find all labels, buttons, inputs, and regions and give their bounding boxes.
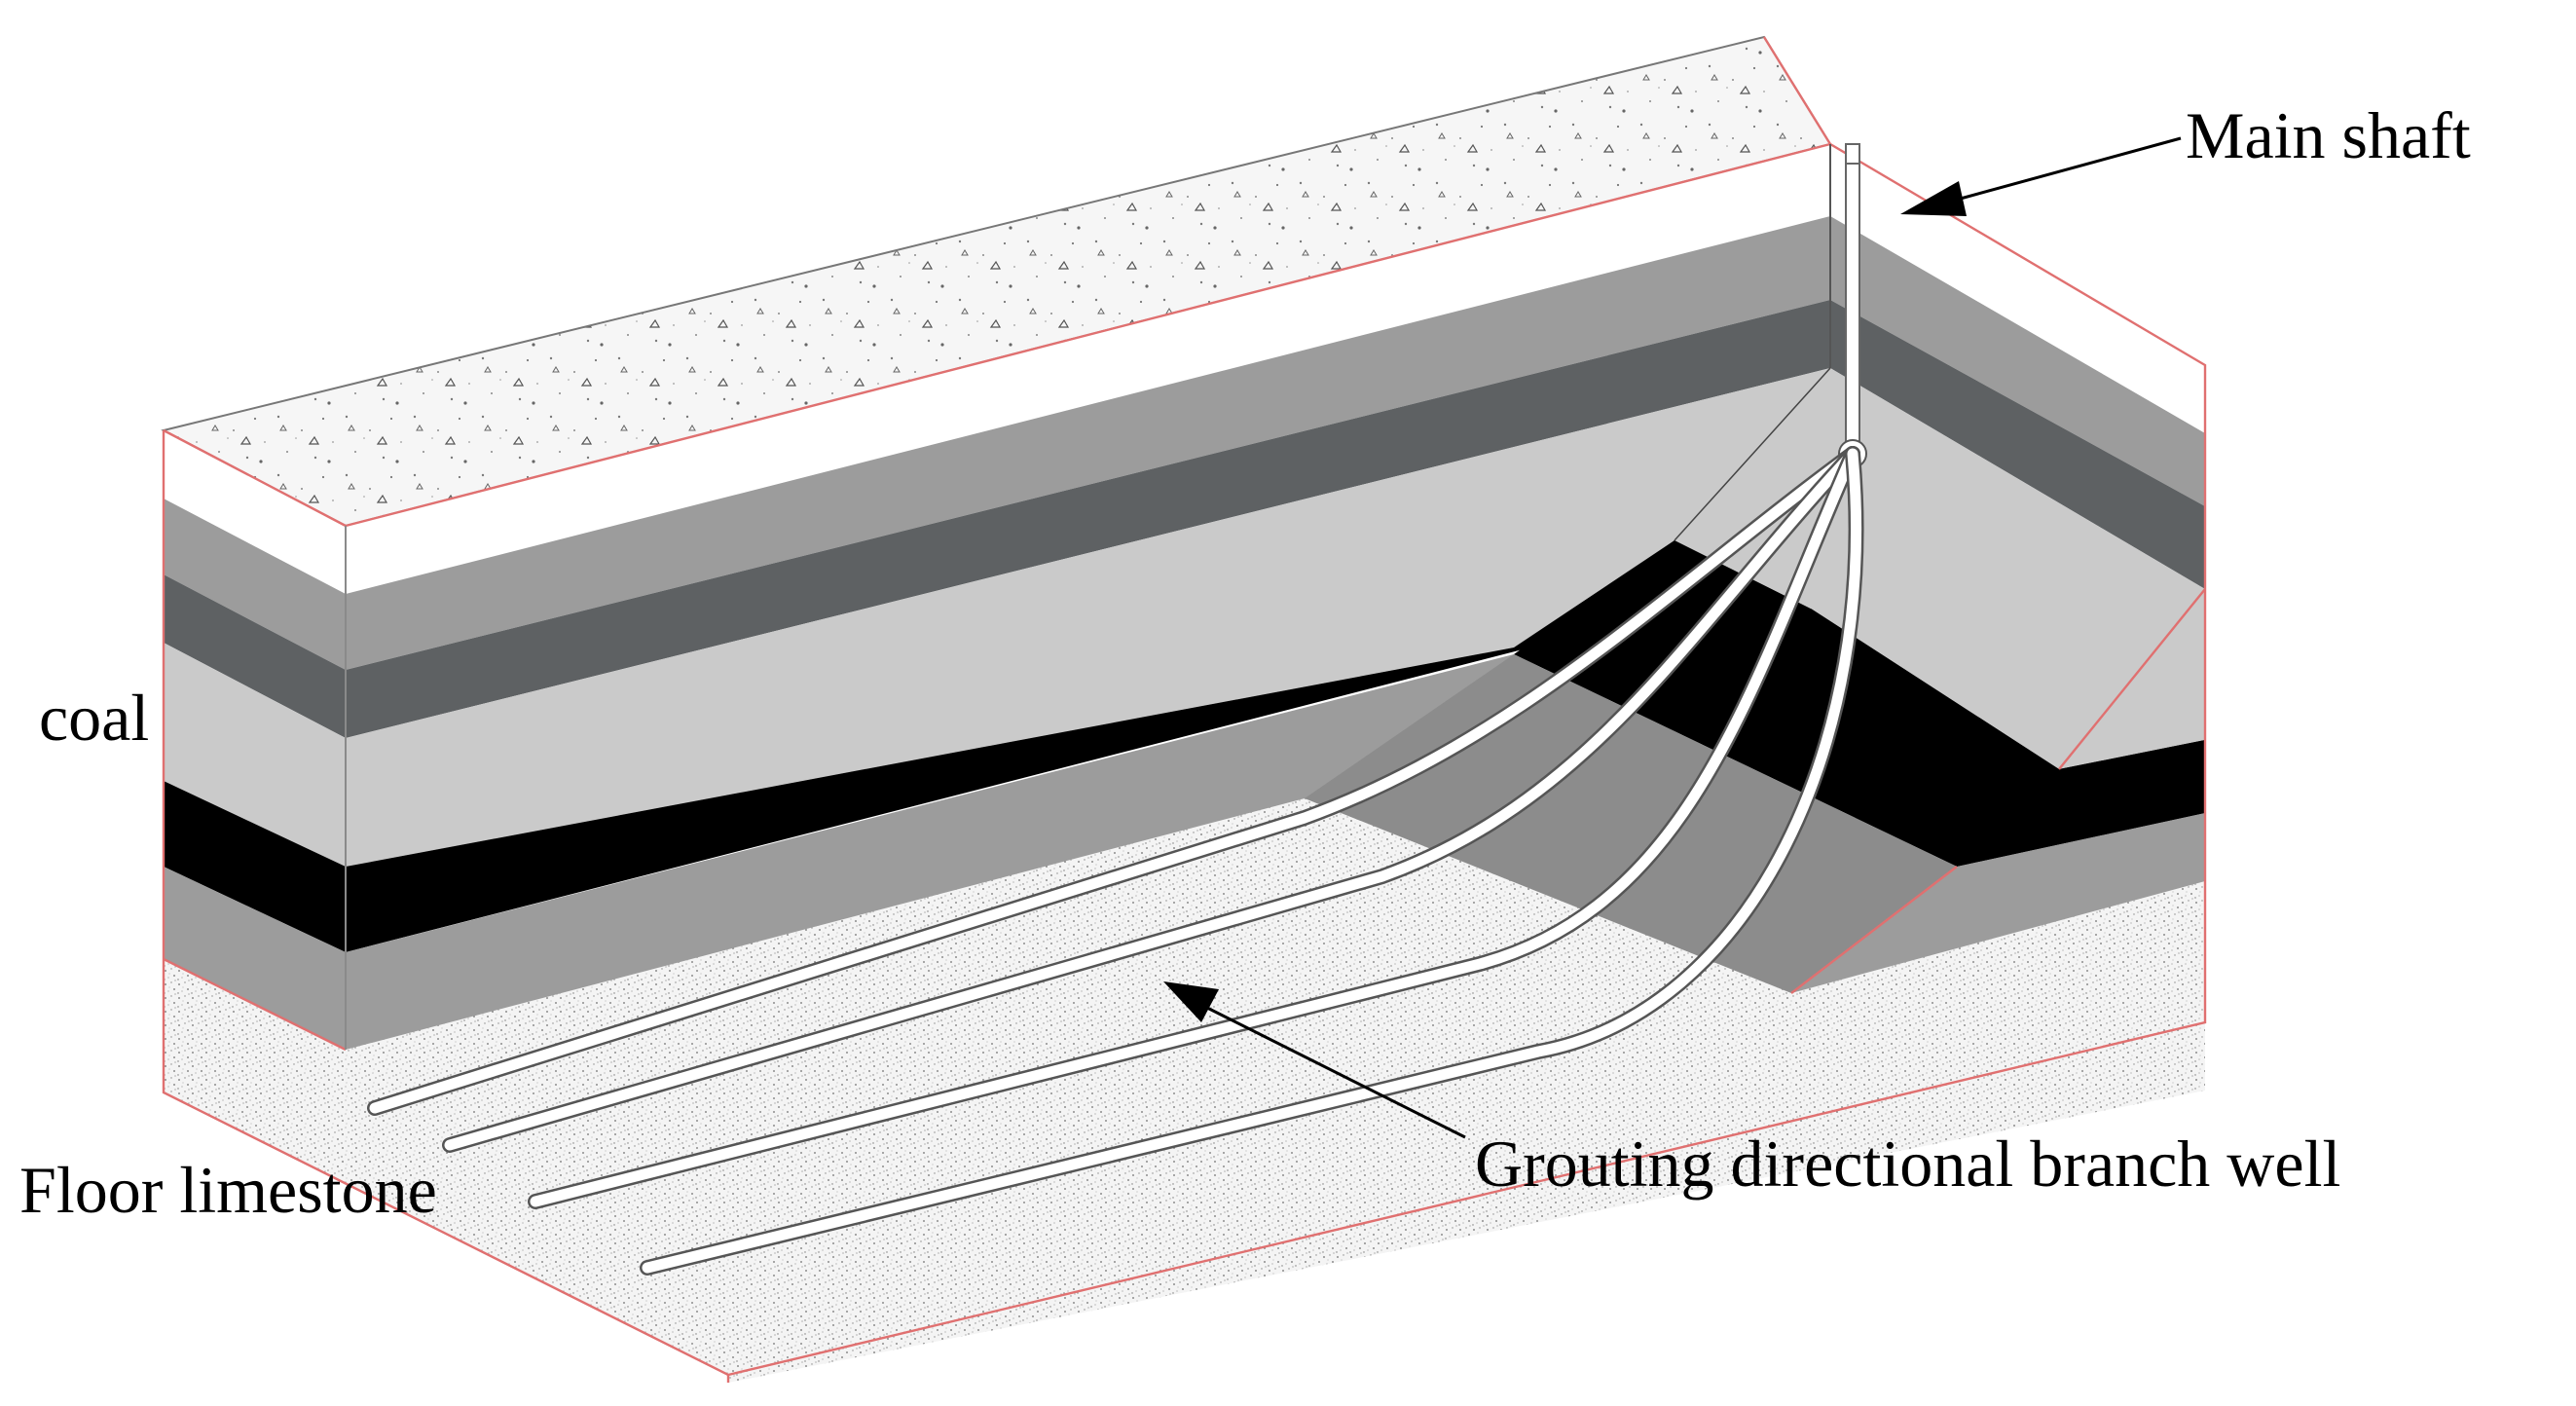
front-floor-limestone — [164, 959, 728, 1375]
long-grey-stratum — [346, 216, 1830, 670]
long-white-stratum — [346, 144, 1830, 594]
long-dark-grey-stratum — [346, 300, 1830, 738]
branch-well-label: Grouting directional branch well — [1475, 1127, 2340, 1201]
long-light-grey-stratum — [346, 368, 1830, 867]
main-shaft — [1845, 145, 1860, 459]
floor-limestone-front — [728, 1022, 2205, 1383]
right-white-stratum — [1830, 144, 2205, 433]
main-shaft-top — [1845, 143, 1860, 165]
front-white-stratum — [164, 430, 346, 594]
front-dark-grey-stratum — [164, 574, 346, 738]
right-grey-stratum — [1830, 216, 2205, 506]
right-lower-grey-stratum — [1791, 813, 2205, 993]
front-grey-stratum — [164, 499, 346, 670]
main-shaft-label: Main shaft — [2186, 98, 2471, 172]
right-light-grey-stratum — [1674, 368, 2205, 769]
branch-well-arrow — [1163, 981, 1466, 1139]
front-coal-seam — [164, 781, 346, 952]
branch-wells — [367, 446, 1864, 1276]
right-coal-seam — [1811, 609, 2205, 867]
block-outline — [162, 36, 2207, 1383]
coal-label: coal — [39, 681, 149, 755]
floor-limestone-label: Floor limestone — [19, 1153, 437, 1227]
front-light-grey-stratum — [164, 643, 346, 867]
main-shaft-arrow — [1900, 136, 2182, 216]
right-dark-grey-stratum — [1830, 300, 2205, 589]
front-lower-grey-stratum — [164, 867, 346, 1050]
shaft-guide-line — [1674, 367, 1831, 541]
long-coal-seam — [346, 531, 1713, 952]
